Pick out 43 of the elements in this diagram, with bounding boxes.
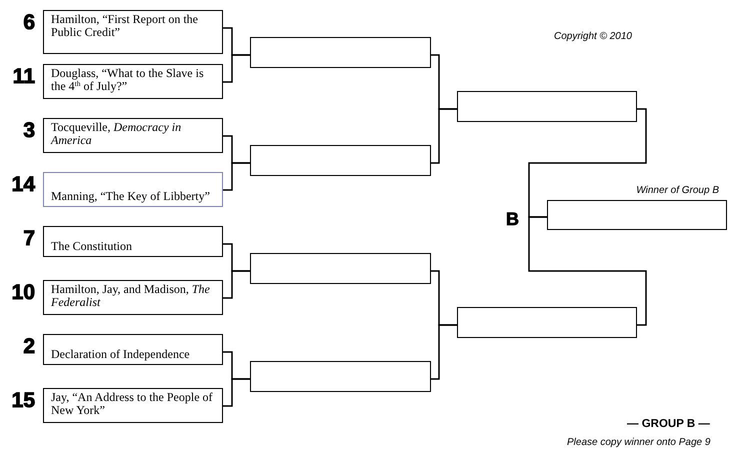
- entry-text: Manning, “The Key of Libberty”: [51, 190, 211, 203]
- entry-box: [43, 172, 223, 207]
- instruction-note: Please copy winner onto Page 9: [567, 437, 710, 449]
- seed-number: 3: [23, 120, 35, 141]
- entry-text: Jay, “An Address to the People of New York”: [51, 391, 214, 417]
- seed-number: 2: [23, 336, 35, 357]
- seed-number: 11: [12, 66, 35, 87]
- bracket-line: [223, 270, 250, 299]
- seed-number: 15: [12, 390, 35, 411]
- seed-number: 14: [12, 174, 35, 195]
- entry-box: [43, 280, 223, 315]
- answer-box: [457, 307, 637, 338]
- entry-box: [43, 226, 223, 257]
- answer-box: [457, 91, 637, 122]
- entry-text: The Constitution: [51, 240, 133, 253]
- entry-text: Declaration of Independence: [51, 348, 191, 361]
- entry-text: Hamilton, “First Report on the Public Credit”: [51, 13, 199, 39]
- entry-text: Douglass, “What to the Slave is the 4$^{th}$ of July?”: [51, 67, 205, 93]
- entry-box: [43, 118, 223, 153]
- entry-box: [43, 334, 223, 365]
- seed-number: 6: [23, 12, 35, 33]
- seed-number: 7: [23, 228, 35, 249]
- entry-text: Tocqueville, Democracy in America: [51, 121, 182, 147]
- bracket-line: [223, 54, 250, 83]
- bracket-line: [528, 108, 647, 218]
- bracket-line: [223, 162, 250, 191]
- group-letter: B: [506, 210, 519, 228]
- bracket-line: [431, 324, 457, 380]
- answer-box: [250, 37, 431, 68]
- answer-box: [250, 253, 431, 284]
- entry-text: Hamilton, Jay, and Madison, The Federalist: [51, 283, 211, 309]
- answer-box: [250, 145, 431, 176]
- group-heading: — GROUP B —: [627, 417, 710, 431]
- entry-box: [43, 388, 223, 423]
- seed-number: 10: [12, 282, 35, 303]
- bracket-line: [223, 378, 250, 407]
- box-heading: Winner of Group B: [636, 185, 719, 197]
- bracket-line: [431, 108, 457, 164]
- entry-box: [43, 10, 223, 54]
- copyright-notice: Copyright © 2010: [554, 31, 632, 43]
- entry-box: [43, 64, 223, 99]
- bracket-line: [528, 216, 647, 326]
- answer-box: [250, 361, 431, 392]
